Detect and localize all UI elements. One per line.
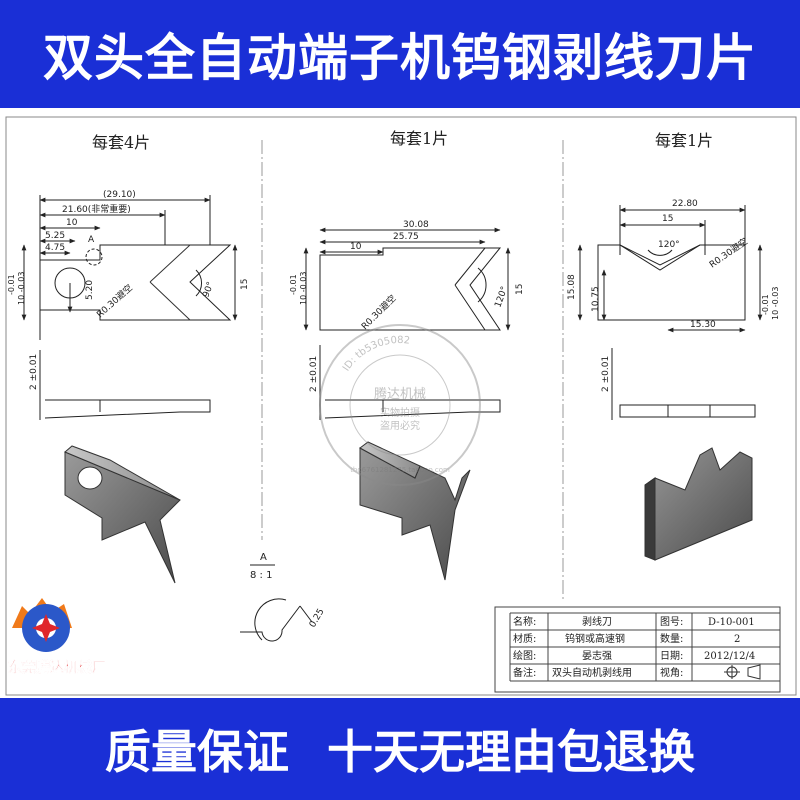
- technical-drawing: 每套4片 (29.10) 21.60(非常重要) 10 5.25 4.75 A …: [0, 108, 800, 698]
- height-2: 15: [515, 284, 525, 295]
- drawing-frame: [5, 116, 797, 696]
- tb-drawingno-label: 图号:: [660, 616, 683, 628]
- thickness-1: 2 ±0.01: [29, 354, 39, 390]
- watermark-line2: 盗用必究: [380, 419, 420, 432]
- dim-overall-3: 22.80: [672, 199, 698, 209]
- tb-note-value: 双头自动机剥线用: [552, 666, 632, 679]
- header-banner: 双头全自动端子机钨钢剥线刀片: [0, 0, 800, 108]
- tb-note-label: 备注:: [513, 666, 536, 679]
- tb-qty-label: 数量:: [660, 632, 683, 645]
- dim-475-1: 4.75: [45, 243, 65, 253]
- tol-top-1: -0.01: [7, 274, 16, 295]
- tol-top-3: -0.01: [761, 294, 770, 315]
- radius-1: R0.30避空: [94, 282, 135, 321]
- left-h-3: 15.08: [567, 274, 577, 300]
- tb-name-label: 名称:: [513, 615, 536, 628]
- height-1: 15: [240, 279, 250, 290]
- qty-label-1: 每套4片: [92, 133, 150, 152]
- tb-date-value: 2012/12/4: [704, 651, 755, 662]
- title-block: [494, 606, 781, 693]
- detail-label: A: [260, 552, 267, 563]
- angle-1: 90°: [201, 281, 216, 299]
- tb-view-label: 视角:: [660, 666, 683, 679]
- projection-symbol-icon: [724, 664, 761, 680]
- tb-date-label: 日期:: [660, 650, 683, 662]
- blade-view-3: 每套1片 22.80 15 120° R0.30避空 15.08 10.75 1…: [567, 131, 780, 561]
- watermark-ring-bottom: tbo6761281275.taobao.com: [350, 466, 450, 474]
- dim-overall-2: 30.08: [403, 220, 429, 230]
- company-logo: 东莞腾达机械厂: [8, 598, 106, 676]
- logo-company-name: 东莞腾达机械厂: [8, 659, 106, 676]
- footer-right-text: 十天无理由包退换: [327, 725, 695, 779]
- blade-3d-2: [359, 447, 471, 581]
- dim-2575-2: 25.75: [393, 232, 419, 242]
- blade-view-2: 每套1片 30.08 25.75 10 R0.30避空 120° 15 -0.0…: [289, 129, 525, 581]
- radius-3: R0.30避空: [707, 235, 750, 270]
- detail-ref-a: A: [88, 235, 95, 245]
- dim-overall-1: (29.10): [103, 190, 136, 200]
- dim-520-1: 5.20: [85, 280, 95, 300]
- dim-15-3: 15: [662, 214, 673, 224]
- dim-10-1: 10: [66, 218, 78, 228]
- angle-3: 120°: [658, 240, 680, 250]
- tb-material-label: 材质:: [513, 632, 536, 645]
- watermark-title: 腾达机械: [374, 386, 426, 402]
- tb-material-value: 钨钢或高速钢: [565, 632, 625, 645]
- detail-radius: 0.25: [308, 607, 327, 629]
- footer-left-text: 质量保证: [105, 725, 289, 779]
- tb-qty-value: 2: [734, 634, 740, 645]
- thickness-2: 2 ±0.01: [309, 356, 319, 392]
- inner-h-3: 10.75: [591, 286, 601, 312]
- tb-drawn-value: 晏志强: [582, 649, 612, 662]
- blade-3d-3: [644, 447, 753, 561]
- tb-name-value: 剥线刀: [582, 615, 612, 628]
- page-title: 双头全自动端子机钨钢剥线刀片: [43, 29, 757, 87]
- thickness-3: 2 ±0.01: [601, 356, 611, 392]
- qty-label-3: 每套1片: [655, 131, 713, 150]
- detail-scale: 8 : 1: [250, 570, 272, 581]
- watermark-line1: 实物拍摄: [380, 406, 420, 419]
- dim-525-1: 5.25: [45, 231, 65, 241]
- qty-label-2: 每套1片: [390, 129, 448, 148]
- tb-drawn-label: 绘图:: [513, 649, 536, 662]
- tol-bottom-3: 10 -0.03: [771, 287, 780, 320]
- dim-critical-1: 21.60(非常重要): [62, 203, 131, 215]
- tol-top-2: -0.01: [289, 274, 298, 295]
- detail-view-a: A 8 : 1 0.25: [240, 552, 327, 642]
- bottom-3: 15.30: [690, 320, 716, 330]
- blade-view-1: 每套4片 (29.10) 21.60(非常重要) 10 5.25 4.75 A …: [7, 133, 250, 584]
- tol-bottom-2: 10 -0.03: [299, 272, 308, 305]
- tol-bottom-1: 10 -0.03: [17, 272, 26, 305]
- footer-banner: 质量保证 十天无理由包退换: [0, 698, 800, 800]
- dim-10-2: 10: [350, 242, 362, 252]
- tb-drawingno-value: D-10-001: [708, 617, 755, 628]
